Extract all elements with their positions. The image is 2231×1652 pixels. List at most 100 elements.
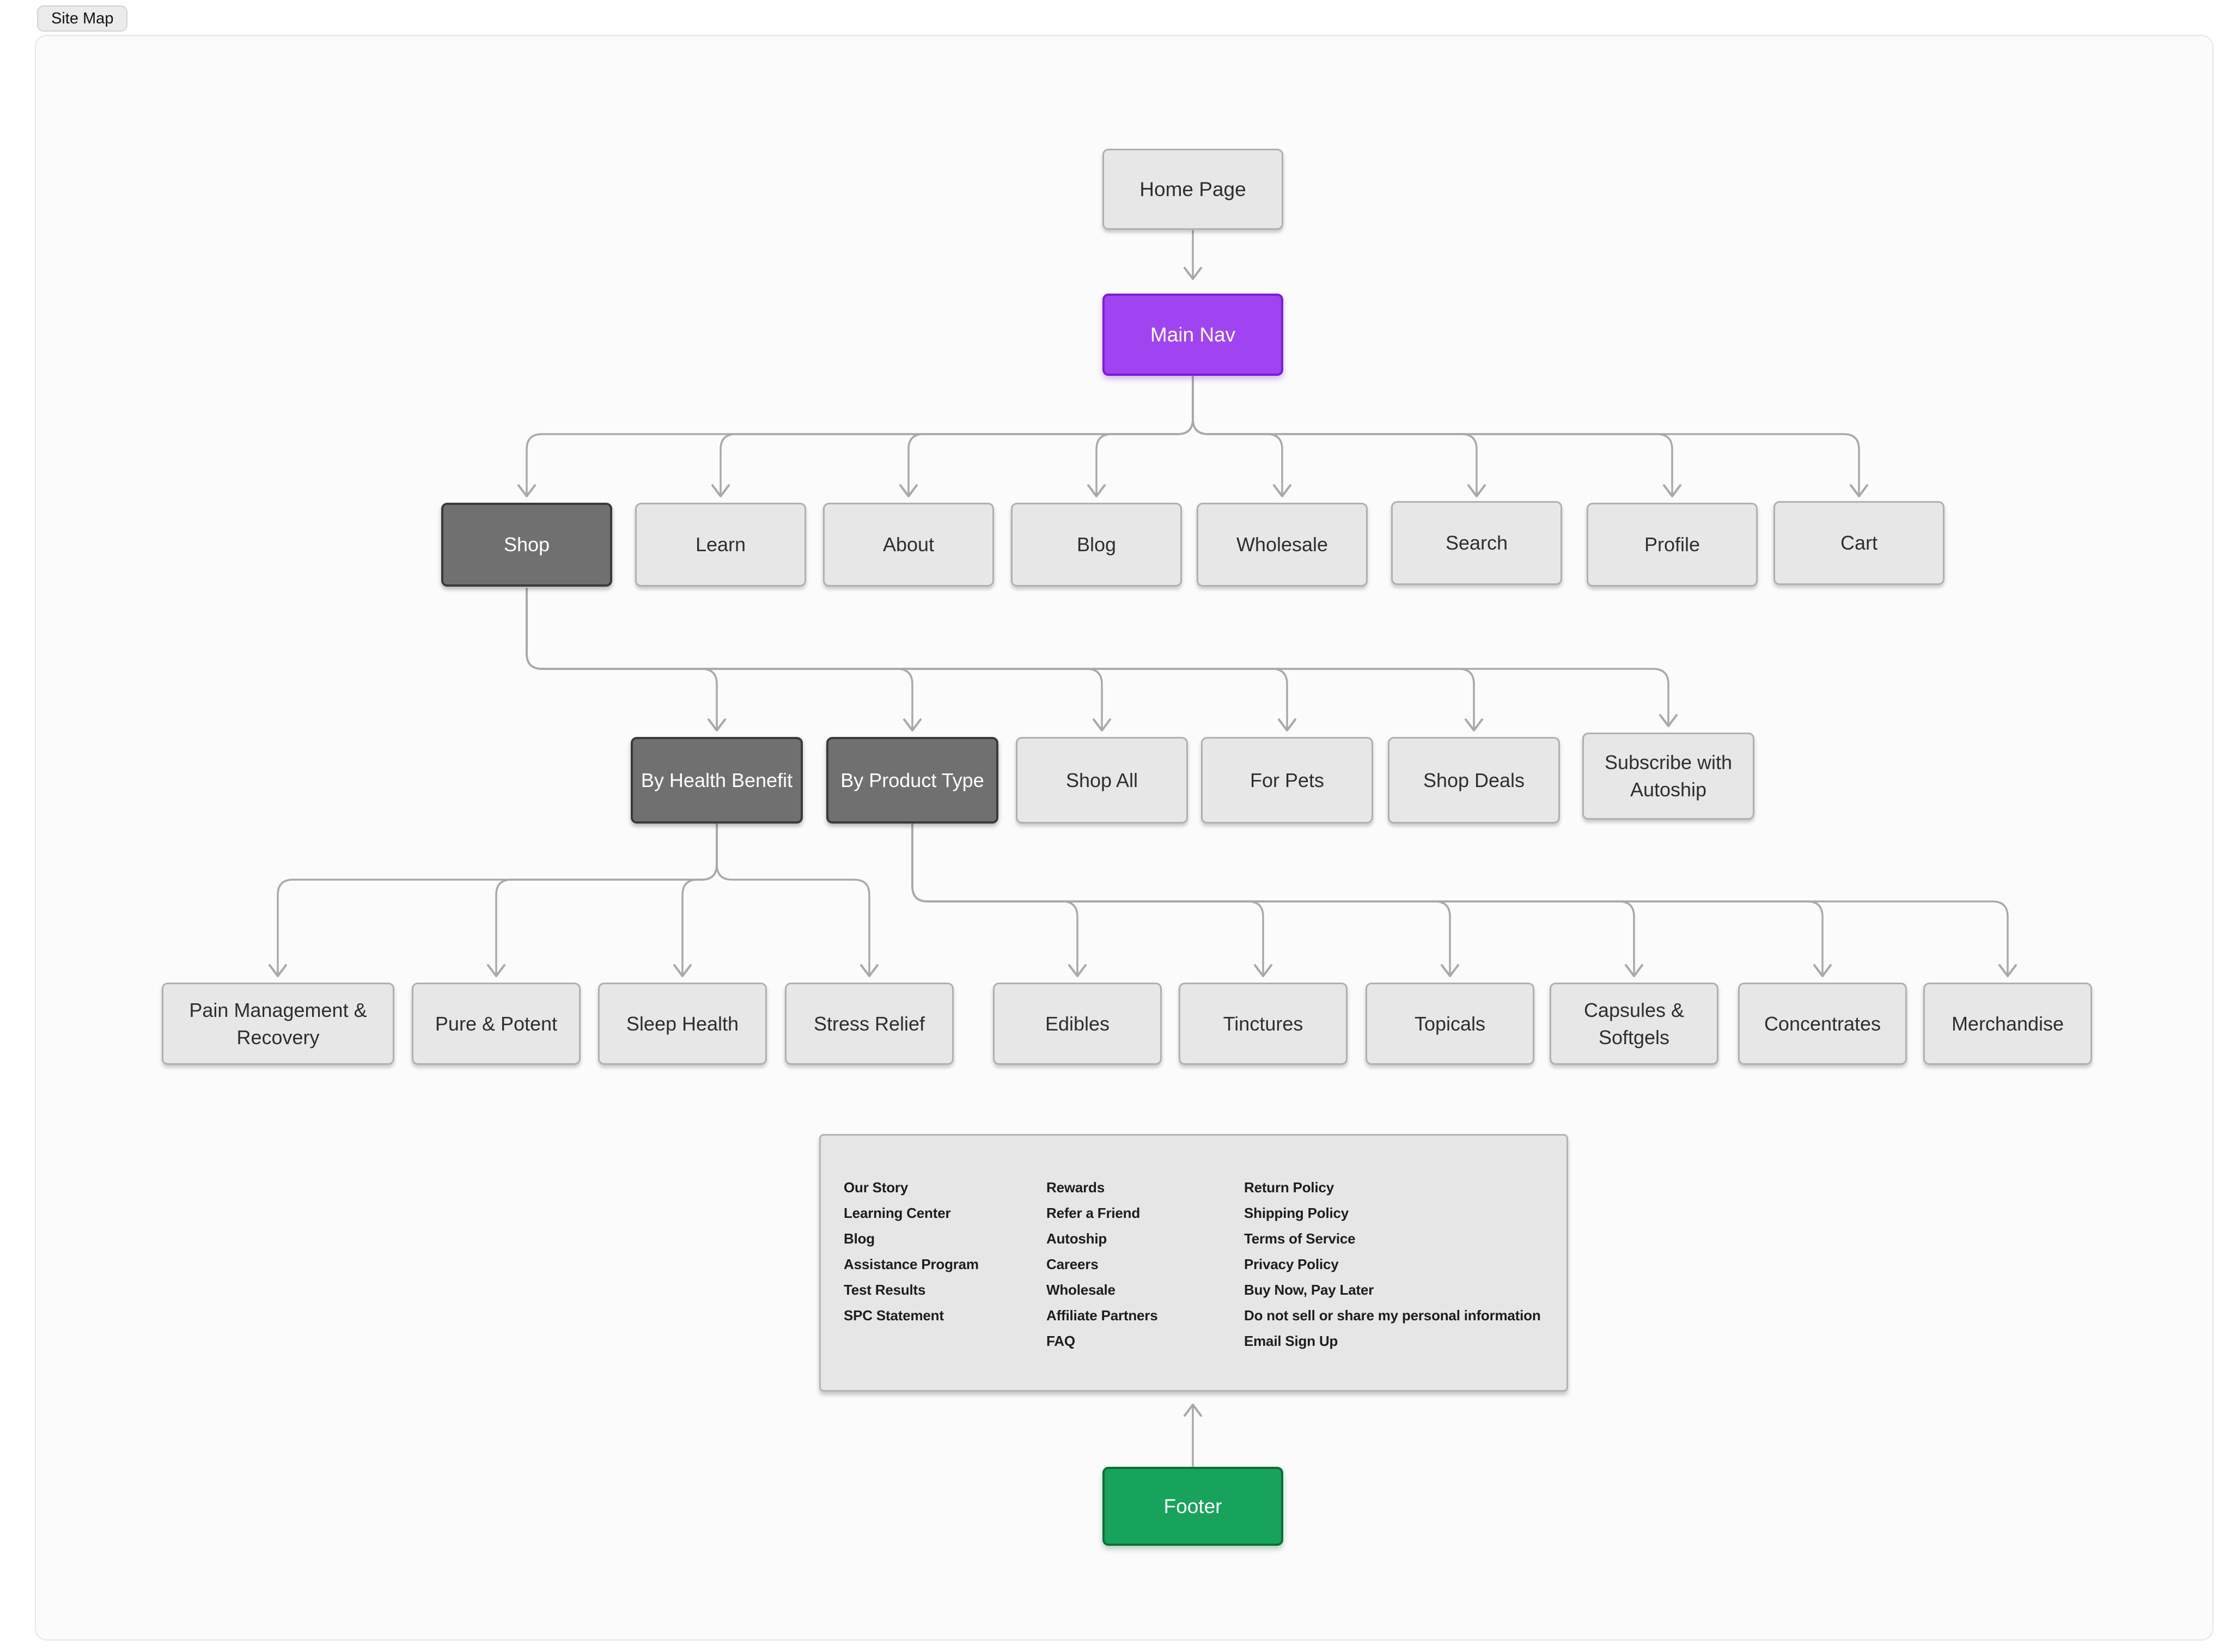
edge-mainnav-blog <box>1087 376 1194 497</box>
edge-mainnav-search <box>1192 376 1486 497</box>
edge-shop-subscribe <box>526 588 1678 727</box>
node-learn[interactable]: Learn <box>635 503 806 587</box>
footer-links-column-1: Our Story Learning Center Blog Assistanc… <box>844 1175 979 1328</box>
node-for-pets[interactable]: For Pets <box>1201 737 1373 824</box>
node-profile-label: Profile <box>1644 533 1700 556</box>
footer-link: Email Sign Up <box>1244 1333 1338 1349</box>
node-topicals-label: Topicals <box>1414 1012 1486 1035</box>
edge-mainnav-profile <box>1192 376 1681 497</box>
edge-mainnav-about <box>899 376 1194 497</box>
node-cart-label: Cart <box>1840 532 1878 554</box>
node-about-label: About <box>882 533 935 556</box>
node-main-nav[interactable]: Main Nav <box>1102 294 1283 376</box>
node-home-page[interactable]: Home Page <box>1102 149 1283 230</box>
footer-link: Blog <box>844 1230 875 1247</box>
edge-mainnav-cart <box>1192 376 1868 497</box>
footer-link: Learning Center <box>844 1205 951 1221</box>
node-tinctures-label: Tinctures <box>1223 1012 1303 1035</box>
node-tinctures[interactable]: Tinctures <box>1179 983 1348 1065</box>
node-footer[interactable]: Footer <box>1102 1467 1283 1546</box>
node-footer-links[interactable]: Our Story Learning Center Blog Assistanc… <box>819 1134 1568 1392</box>
node-profile[interactable]: Profile <box>1587 503 1758 587</box>
edge-product-concentrates <box>911 824 1832 977</box>
node-shop-deals-label: Shop Deals <box>1423 769 1525 791</box>
footer-link: Autoship <box>1046 1230 1107 1247</box>
edge-health-pure <box>487 824 718 977</box>
edge-mainnav-shop <box>517 376 1194 497</box>
node-search-label: Search <box>1445 532 1508 554</box>
node-sleep-health-label: Sleep Health <box>626 1012 739 1035</box>
edge-product-merchandise <box>911 824 2017 977</box>
footer-link: Return Policy <box>1244 1179 1334 1196</box>
footer-link: Affiliate Partners <box>1046 1307 1158 1324</box>
node-wholesale-label: Wholesale <box>1236 533 1328 556</box>
node-shop-all[interactable]: Shop All <box>1016 737 1188 824</box>
node-by-product-type-label: By Product Type <box>840 769 984 791</box>
node-footer-label: Footer <box>1163 1495 1222 1517</box>
edge-shop-health <box>526 588 726 731</box>
node-wholesale[interactable]: Wholesale <box>1197 503 1368 587</box>
node-shop[interactable]: Shop <box>441 503 612 587</box>
node-learn-label: Learn <box>695 533 746 556</box>
footer-link: Terms of Service <box>1244 1230 1356 1247</box>
node-topicals[interactable]: Topicals <box>1366 983 1534 1065</box>
node-about[interactable]: About <box>823 503 994 587</box>
footer-link: FAQ <box>1046 1333 1075 1349</box>
node-by-product-type[interactable]: By Product Type <box>826 737 998 824</box>
footer-link: Test Results <box>844 1282 926 1298</box>
footer-link: Our Story <box>844 1179 909 1196</box>
edge-shop-forpets <box>526 588 1296 731</box>
node-for-pets-label: For Pets <box>1249 769 1325 791</box>
node-sleep-health[interactable]: Sleep Health <box>598 983 767 1065</box>
node-blog-label: Blog <box>1076 533 1117 556</box>
edge-mainnav-wholesale <box>1192 376 1291 497</box>
node-main-nav-label: Main Nav <box>1150 323 1236 346</box>
edge-product-tinctures <box>911 824 1272 977</box>
edge-shop-product <box>526 588 922 731</box>
node-search[interactable]: Search <box>1391 501 1562 585</box>
node-edibles-label: Edibles <box>1045 1012 1110 1035</box>
node-pure-potent[interactable]: Pure & Potent <box>412 983 581 1065</box>
footer-link: Assistance Program <box>844 1256 979 1272</box>
node-blog[interactable]: Blog <box>1011 503 1182 587</box>
footer-link: Careers <box>1046 1256 1099 1272</box>
edge-health-stress <box>716 824 879 977</box>
node-capsules-softgels[interactable]: Capsules & Softgels <box>1550 983 1718 1065</box>
node-by-health-benefit-label: By Health Benefit <box>641 769 793 791</box>
node-subscribe-with-autoship[interactable]: Subscribe with Autoship <box>1582 733 1754 820</box>
footer-link: Shipping Policy <box>1244 1205 1349 1221</box>
footer-link: Do not sell or share my personal informa… <box>1244 1307 1541 1324</box>
node-cart[interactable]: Cart <box>1773 501 1944 585</box>
node-subscribe-with-autoship-label: Subscribe with Autoship <box>1604 751 1733 801</box>
node-pain-management-recovery-label: Pain Management & Recovery <box>189 998 367 1048</box>
node-stress-relief[interactable]: Stress Relief <box>785 983 954 1065</box>
node-shop-all-label: Shop All <box>1065 769 1138 791</box>
footer-link: SPC Statement <box>844 1307 944 1324</box>
node-stress-relief-label: Stress Relief <box>813 1012 925 1035</box>
node-pure-potent-label: Pure & Potent <box>435 1012 558 1035</box>
node-concentrates-label: Concentrates <box>1764 1012 1881 1035</box>
node-merchandise[interactable]: Merchandise <box>1923 983 2092 1065</box>
node-capsules-softgels-label: Capsules & Softgels <box>1583 998 1685 1048</box>
node-pain-management-recovery[interactable]: Pain Management & Recovery <box>162 983 394 1065</box>
footer-links-column-3: Return Policy Shipping Policy Terms of S… <box>1244 1175 1541 1354</box>
node-shop-deals[interactable]: Shop Deals <box>1388 737 1560 824</box>
site-map-tab[interactable]: Site Map <box>37 5 128 32</box>
site-map-tab-label: Site Map <box>51 9 114 27</box>
edge-shop-shopdeals <box>526 588 1483 731</box>
edge-mainnav-learn <box>711 376 1194 497</box>
node-home-page-label: Home Page <box>1139 178 1246 200</box>
node-by-health-benefit[interactable]: By Health Benefit <box>631 737 803 824</box>
footer-link: Refer a Friend <box>1046 1205 1141 1221</box>
edge-product-edibles <box>911 824 1087 977</box>
footer-link: Privacy Policy <box>1244 1256 1339 1272</box>
footer-links-column-2: Rewards Refer a Friend Autoship Careers … <box>1046 1175 1158 1354</box>
edge-health-pain <box>269 824 718 977</box>
edge-health-sleep <box>673 824 718 977</box>
edge-product-capsules <box>911 824 1643 977</box>
edge-product-topicals <box>911 824 1459 977</box>
edge-shop-shopall <box>526 588 1111 731</box>
node-concentrates[interactable]: Concentrates <box>1738 983 1907 1065</box>
node-edibles[interactable]: Edibles <box>993 983 1162 1065</box>
